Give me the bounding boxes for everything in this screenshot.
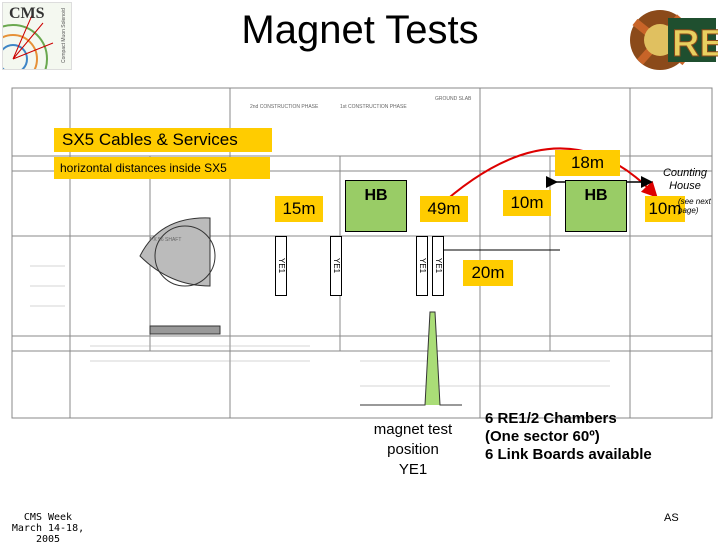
re-logo-text: RE bbox=[672, 23, 718, 65]
distance-10m-b: 10m bbox=[645, 196, 685, 222]
chamber-ye1-b: YE1 bbox=[330, 236, 342, 296]
chamber-ye1-d: YE1 bbox=[432, 236, 444, 296]
callout-line-2: position bbox=[387, 441, 439, 458]
footer: CMS Week March 14-18, 2005 bbox=[0, 512, 96, 545]
construction-drawing: 2nd CONSTRUCTION PHASE 1st CONSTRUCTION … bbox=[10, 86, 715, 421]
info-line-2: (One sector 60º) bbox=[485, 428, 600, 445]
hb-left-box: HB bbox=[345, 180, 407, 232]
distance-20m: 20m bbox=[463, 260, 513, 286]
slide-title: Magnet Tests bbox=[241, 8, 479, 52]
sx5-cables-title: SX5 Cables & Services bbox=[54, 128, 272, 152]
distance-49m: 49m bbox=[420, 196, 468, 222]
chamber-ye1-a: YE1 bbox=[275, 236, 287, 296]
author-initials: AS bbox=[664, 512, 679, 524]
info-line-3: 6 Link Boards available bbox=[485, 446, 652, 463]
counting-house-note: (see next page) bbox=[678, 197, 711, 215]
shaft-label: PX 56 SHAFT bbox=[150, 237, 181, 243]
hb-right-box: HB bbox=[565, 180, 627, 232]
svg-text:Compact Muon Solenoid: Compact Muon Solenoid bbox=[61, 8, 67, 63]
callout-line-1: magnet test bbox=[373, 421, 453, 438]
info-line-1: 6 RE1/2 Chambers bbox=[485, 410, 617, 427]
phase-left-label: 2nd CONSTRUCTION PHASE bbox=[250, 104, 319, 110]
chamber-ye1-c: YE1 bbox=[416, 236, 428, 296]
re-logo: RE bbox=[620, 2, 720, 78]
phase-right-label: 1st CONSTRUCTION PHASE bbox=[340, 104, 407, 110]
magnet-test-callout: magnet test position YE1 bbox=[364, 420, 462, 480]
chamber-info: 6 RE1/2 Chambers (One sector 60º) 6 Link… bbox=[485, 410, 652, 464]
counting-house-label: Counting House bbox=[662, 167, 708, 192]
footer-line-2: March 14-18, 2005 bbox=[11, 523, 85, 545]
cms-logo: Compact Muon Solenoid CMS bbox=[2, 2, 72, 70]
distance-15m: 15m bbox=[275, 196, 323, 222]
footer-line-1: CMS Week bbox=[23, 512, 73, 523]
ground-slab-label: GROUND SLAB bbox=[435, 96, 472, 102]
callout-line-3: YE1 bbox=[398, 461, 428, 478]
distance-10m-a: 10m bbox=[503, 190, 551, 216]
cms-logo-text: CMS bbox=[9, 5, 45, 22]
distance-18m: 18m bbox=[555, 150, 620, 176]
sx5-subtitle: horizontal distances inside SX5 bbox=[54, 157, 270, 179]
